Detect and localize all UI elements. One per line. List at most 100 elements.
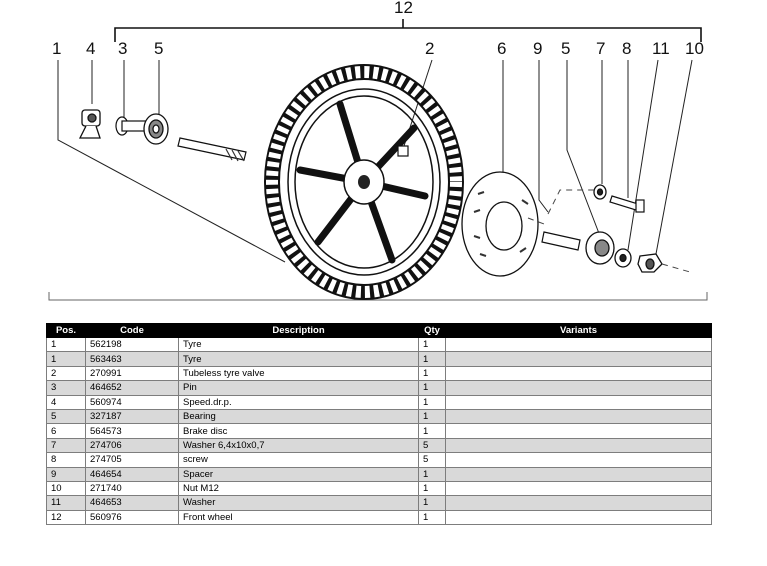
cell-pos: 3	[46, 380, 86, 396]
cell-description: Spacer	[178, 466, 419, 482]
cell-qty: 1	[418, 365, 446, 382]
nut	[637, 253, 663, 273]
cell-pos: 8	[46, 452, 86, 468]
cell-pos: 1	[46, 351, 86, 367]
cell-qty: 5	[418, 437, 446, 454]
frame-line	[48, 292, 708, 301]
cell-pos: 11	[46, 495, 86, 511]
callout-1: 1	[52, 39, 61, 58]
cell-pos: 5	[46, 408, 86, 425]
header-pos: Pos.	[46, 323, 86, 338]
cell-variants	[445, 365, 712, 382]
bearing-right	[585, 231, 615, 265]
exploded-wheel-diagram: 12 1 4 3 5 2 6 9 5 7 8 11 10	[48, 0, 708, 301]
screw	[609, 195, 645, 213]
cell-qty: 1	[418, 495, 446, 511]
washer	[614, 248, 632, 268]
callout-3: 3	[118, 39, 127, 58]
cell-code: 560976	[85, 509, 179, 526]
header-qty: Qty	[418, 323, 446, 338]
cell-description: Tyre	[178, 351, 419, 367]
cell-qty: 1	[418, 336, 446, 353]
cell-variants	[445, 437, 712, 454]
parts-table-header: Pos. Code Description Qty Variants	[46, 323, 712, 338]
wheel-assembly	[264, 64, 464, 300]
cell-variants	[445, 495, 712, 511]
callout-group: 12	[394, 0, 413, 17]
cell-variants	[445, 408, 712, 425]
bearing-left	[143, 113, 169, 145]
cell-code: 271740	[85, 480, 179, 497]
cell-variants	[445, 351, 712, 367]
cell-qty: 1	[418, 480, 446, 497]
cell-code: 270991	[85, 365, 179, 382]
callout-11: 11	[652, 39, 670, 58]
cell-description: Bearing	[178, 408, 419, 425]
cell-pos: 4	[46, 394, 86, 410]
axle-pin	[115, 116, 247, 162]
callout-4: 4	[86, 39, 95, 58]
callout-5b: 5	[561, 39, 570, 58]
cell-code: 562198	[85, 336, 179, 353]
callout-2: 2	[425, 39, 434, 58]
header-variants: Variants	[445, 323, 712, 338]
cell-code: 564573	[85, 423, 179, 439]
cell-variants	[445, 394, 712, 410]
cell-pos: 12	[46, 509, 86, 526]
callout-6: 6	[497, 39, 506, 58]
cell-pos: 9	[46, 466, 86, 482]
cell-qty: 1	[418, 509, 446, 526]
cell-qty: 1	[418, 466, 446, 482]
cell-variants	[445, 466, 712, 482]
cell-description: Tyre	[178, 336, 419, 353]
cell-description: Speed.dr.p.	[178, 394, 419, 410]
cell-variants	[445, 423, 712, 439]
cell-pos: 10	[46, 480, 86, 497]
cell-description: Tubeless tyre valve	[178, 365, 419, 382]
axle-centerline	[527, 189, 691, 273]
cell-code: 327187	[85, 408, 179, 425]
cell-variants	[445, 452, 712, 468]
cell-variants	[445, 336, 712, 353]
cell-qty: 1	[418, 351, 446, 367]
callout-8: 8	[622, 39, 631, 58]
cell-description: Pin	[178, 380, 419, 396]
header-description: Description	[178, 323, 419, 338]
cell-qty: 1	[418, 423, 446, 439]
cell-code: 464653	[85, 495, 179, 511]
cell-code: 560974	[85, 394, 179, 410]
callout-9: 9	[533, 39, 542, 58]
cell-code: 274705	[85, 452, 179, 468]
tyre-valve	[397, 145, 409, 157]
cell-description: Front wheel	[178, 509, 419, 526]
spacer	[541, 231, 581, 251]
callout-labels-right: 6 9 5 7 8 11 10	[497, 39, 704, 58]
cell-pos: 2	[46, 365, 86, 382]
callout-10: 10	[685, 39, 704, 58]
cell-variants	[445, 380, 712, 396]
cell-qty: 5	[418, 452, 446, 468]
cell-pos: 6	[46, 423, 86, 439]
cell-pos: 7	[46, 437, 86, 454]
speedo-drive-part	[78, 109, 101, 139]
callout-7: 7	[596, 39, 605, 58]
callout-5a: 5	[154, 39, 163, 58]
cell-pos: 1	[46, 336, 86, 353]
cell-code: 563463	[85, 351, 179, 367]
header-code: Code	[85, 323, 179, 338]
cell-description: Nut M12	[178, 480, 419, 497]
cell-description: Washer	[178, 495, 419, 511]
